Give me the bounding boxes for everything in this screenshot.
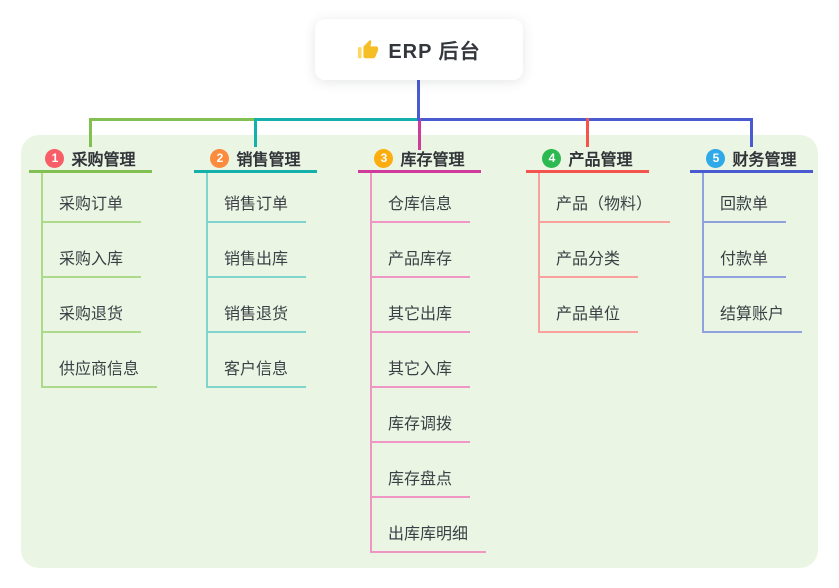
child-label: 其它入库: [388, 361, 453, 378]
child-node[interactable]: 采购订单: [43, 173, 142, 223]
child-node[interactable]: 产品分类: [540, 223, 639, 278]
branch-children-product: 产品（物料） 产品分类 产品单位: [538, 173, 671, 333]
thumbs-up-icon: [358, 39, 379, 58]
branch-header-finance[interactable]: 5 财务管理: [690, 148, 813, 173]
branch-purchase: 1 采购管理 采购订单 采购入库 采购退货 供应商信息: [29, 148, 158, 388]
child-node[interactable]: 采购退货: [43, 278, 142, 333]
branch-label: 销售管理: [236, 152, 301, 169]
child-node[interactable]: 产品单位: [540, 278, 639, 333]
child-label: 客户信息: [224, 361, 289, 378]
child-node[interactable]: 库存调拨: [372, 388, 471, 443]
connector-horizontal-finance: [419, 118, 752, 121]
branch-header-sales[interactable]: 2 销售管理: [194, 148, 317, 173]
child-node[interactable]: 客户信息: [208, 333, 307, 388]
child-node[interactable]: 其它入库: [372, 333, 471, 388]
child-node[interactable]: 销售出库: [208, 223, 307, 278]
branch-children-purchase: 采购订单 采购入库 采购退货 供应商信息: [41, 173, 158, 388]
branch-drop-purchase: [89, 118, 92, 147]
branch-children-finance: 回款单 付款单 结算账户: [702, 173, 813, 333]
root-connector-trunk: [417, 80, 420, 121]
child-label: 销售出库: [224, 251, 289, 268]
branch-children-sales: 销售订单 销售出库 销售退货 客户信息: [206, 173, 317, 388]
child-label: 其它出库: [388, 306, 453, 323]
child-node[interactable]: 供应商信息: [43, 333, 158, 388]
child-label: 产品（物料）: [556, 196, 653, 213]
child-node[interactable]: 销售订单: [208, 173, 307, 223]
child-node[interactable]: 采购入库: [43, 223, 142, 278]
child-node[interactable]: 其它出库: [372, 278, 471, 333]
branch-drop-product: [586, 118, 589, 147]
child-label: 付款单: [720, 251, 769, 268]
child-node[interactable]: 产品（物料）: [540, 173, 671, 223]
branch-badge: 3: [374, 148, 394, 168]
branch-drop-inventory: [418, 118, 421, 150]
branch-header-product[interactable]: 4 产品管理: [526, 148, 649, 173]
child-node[interactable]: 结算账户: [704, 278, 803, 333]
branch-inventory: 3 库存管理 仓库信息 产品库存 其它出库 其它入库 库存调拨 库存盘点 出库库…: [358, 148, 487, 553]
child-label: 库存盘点: [388, 471, 453, 488]
child-node[interactable]: 出库库明细: [372, 498, 487, 553]
child-node[interactable]: 销售退货: [208, 278, 307, 333]
branch-label: 产品管理: [568, 152, 633, 169]
child-label: 供应商信息: [59, 361, 140, 378]
connector-horizontal-purchase: [89, 118, 256, 121]
child-label: 仓库信息: [388, 196, 453, 213]
child-node[interactable]: 回款单: [704, 173, 787, 223]
child-node[interactable]: 库存盘点: [372, 443, 471, 498]
branch-badge: 2: [210, 148, 230, 168]
branch-badge: 5: [706, 148, 726, 168]
branch-header-purchase[interactable]: 1 采购管理: [29, 148, 152, 173]
child-node[interactable]: 仓库信息: [372, 173, 471, 223]
root-node[interactable]: ERP 后台: [315, 19, 523, 80]
branch-product: 4 产品管理 产品（物料） 产品分类 产品单位: [526, 148, 671, 333]
child-label: 产品单位: [556, 306, 621, 323]
branch-badge: 4: [542, 148, 562, 168]
root-title: ERP 后台: [388, 41, 481, 63]
child-label: 销售退货: [224, 306, 289, 323]
connector-horizontal-sales: [256, 118, 420, 121]
child-label: 采购入库: [59, 251, 124, 268]
child-label: 结算账户: [720, 306, 785, 323]
child-label: 采购订单: [59, 196, 124, 213]
branch-label: 财务管理: [732, 152, 797, 169]
branch-children-inventory: 仓库信息 产品库存 其它出库 其它入库 库存调拨 库存盘点 出库库明细: [370, 173, 487, 553]
child-label: 采购退货: [59, 306, 124, 323]
branch-badge: 1: [45, 148, 65, 168]
branch-finance: 5 财务管理 回款单 付款单 结算账户: [690, 148, 813, 333]
child-label: 库存调拨: [388, 416, 453, 433]
branch-label: 采购管理: [71, 152, 136, 169]
child-label: 销售订单: [224, 196, 289, 213]
branch-header-inventory[interactable]: 3 库存管理: [358, 148, 481, 173]
child-node[interactable]: 产品库存: [372, 223, 471, 278]
child-label: 出库库明细: [388, 526, 469, 543]
child-label: 产品分类: [556, 251, 621, 268]
branch-label: 库存管理: [400, 152, 465, 169]
child-label: 产品库存: [388, 251, 453, 268]
branch-drop-sales: [254, 118, 257, 147]
child-label: 回款单: [720, 196, 769, 213]
branch-sales: 2 销售管理 销售订单 销售出库 销售退货 客户信息: [194, 148, 317, 388]
branches-panel: [21, 135, 818, 568]
child-node[interactable]: 付款单: [704, 223, 787, 278]
branch-drop-finance: [750, 118, 753, 147]
